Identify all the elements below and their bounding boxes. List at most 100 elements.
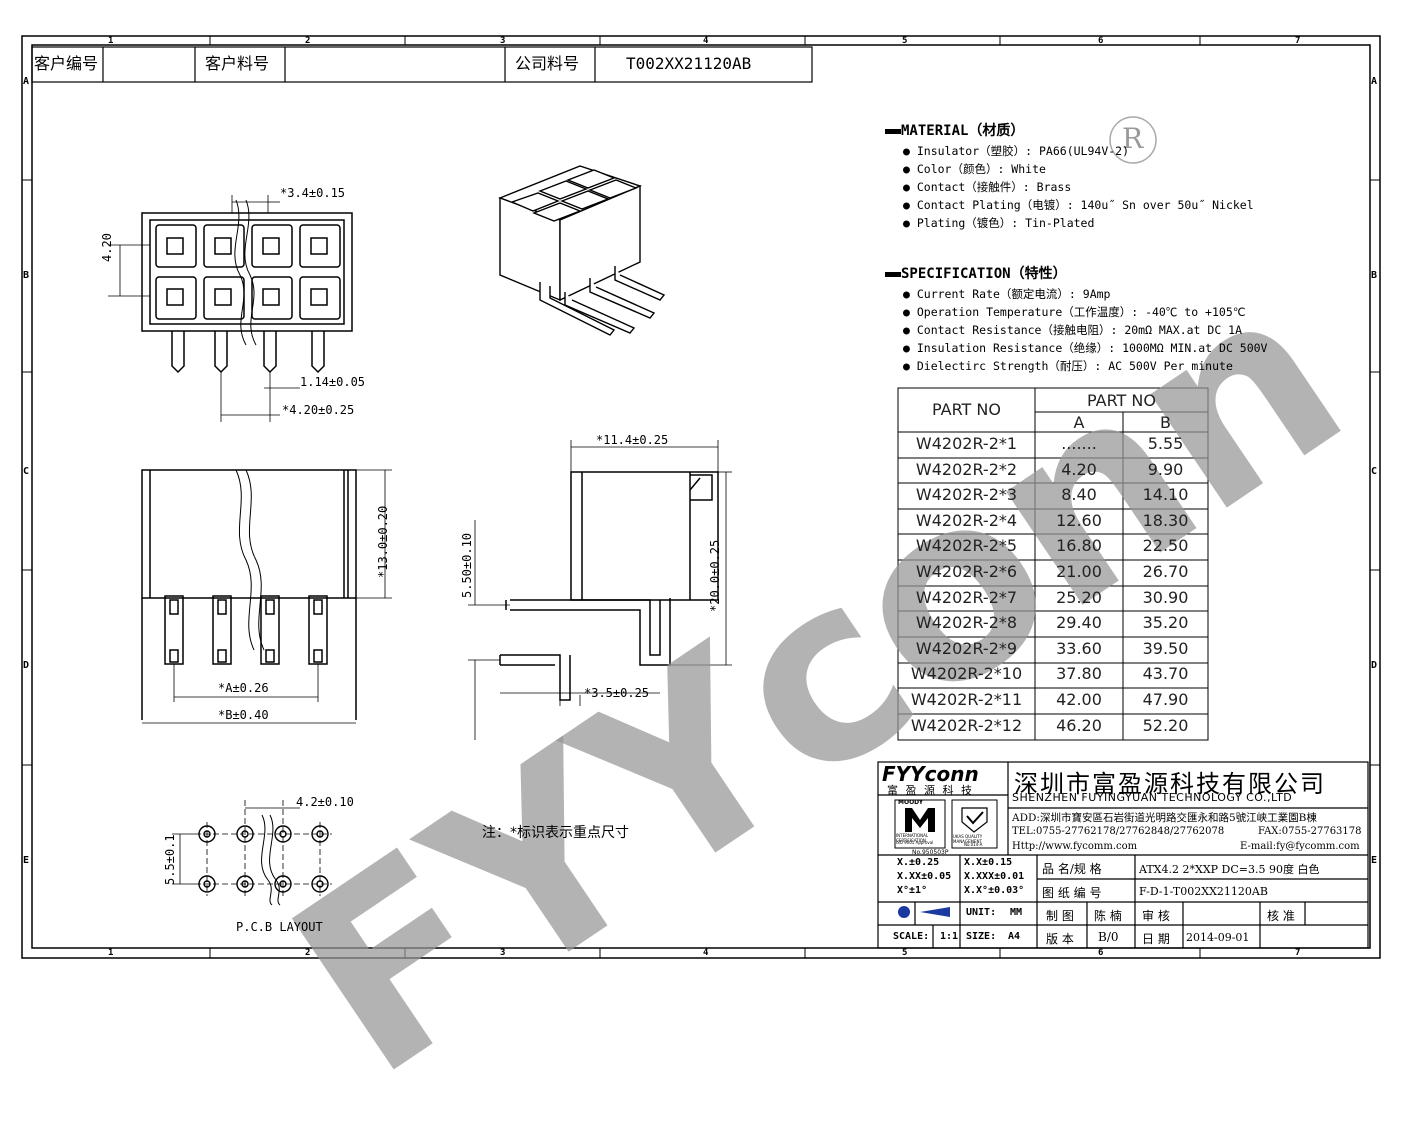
- grid-col-label: 3: [500, 948, 506, 958]
- table-cell-part: W4202R-2*12: [910, 716, 1023, 735]
- grid-col-label: 1: [108, 948, 114, 958]
- cert-iso: ISO 9001 Approval: [896, 840, 934, 845]
- table-cell-part: W4202R-2*8: [915, 613, 1018, 632]
- grid-row-label: B: [1371, 270, 1378, 281]
- spec-line: ● Contact Resistance（接触电阻）: 20mΩ MAX.at …: [903, 323, 1243, 337]
- company-part-value: T002XX21120AB: [626, 54, 752, 73]
- dim-row-pitch: 4.20: [100, 233, 114, 262]
- specification-title: SPECIFICATION（特性）: [885, 263, 1267, 283]
- dim-pin-pitch: *4.20±0.25: [282, 403, 355, 417]
- spec-line: ● Insulation Resistance（绝缘）: 1000MΩ MIN.…: [903, 341, 1268, 355]
- company-http: Http://www.fycomm.com: [1012, 841, 1138, 852]
- grid-row-label: A: [1371, 76, 1378, 87]
- company-name-en: SHENZHEN FUYINGYUAN TECHNOLOGY CO.,LTD: [1012, 791, 1293, 804]
- company-tel: TEL:0755-27762178/27762848/27762078: [1012, 826, 1225, 837]
- material-line: ● Plating（镀色）: Tin-Plated: [903, 216, 1095, 230]
- dim-pin-width: 1.14±0.05: [300, 375, 366, 389]
- grid-col-label: 6: [1098, 36, 1104, 46]
- grid-col-label: 5: [902, 948, 908, 958]
- version-value: B/0: [1098, 930, 1119, 944]
- date-value: 2014-09-01: [1186, 931, 1250, 944]
- table-cell-part: W4202R-2*4: [915, 511, 1018, 530]
- grid-row-label: E: [1371, 855, 1378, 866]
- grid-row-label: C: [1371, 466, 1378, 477]
- unit-value: MM: [1010, 907, 1023, 918]
- cert-moody: MOODY: [898, 799, 924, 806]
- cert-ukas: UKAS QUALITY MANAGEMENT: [953, 834, 983, 844]
- pcb-layout-label: P.C.B LAYOUT: [236, 920, 323, 934]
- company-name-cn: 深圳市富盈源科技有限公司: [1014, 770, 1326, 798]
- grid-row-label: A: [23, 76, 30, 87]
- grid-col-label: 7: [1295, 36, 1301, 46]
- table-cell-a: 33.60: [1056, 639, 1102, 658]
- size-label: SIZE:: [966, 931, 997, 942]
- customer-no-label: 客户编号: [34, 54, 99, 73]
- table-cell-b: 35.20: [1142, 613, 1189, 632]
- product-name-value: ATX4.2 2*XXP DC=3.5 90度 白色: [1139, 863, 1320, 876]
- table-header-a: A: [1073, 413, 1085, 432]
- material-line: ● Contact Plating（电镀）: 140u˝ Sn over 50u…: [903, 198, 1254, 212]
- scale-value: 1:1: [940, 931, 959, 942]
- table-cell-part: W4202R-2*6: [915, 562, 1018, 581]
- cert-no: No.950503P: [912, 849, 949, 856]
- table-header-group: PART NO: [1087, 391, 1156, 410]
- table-cell-b: 14.10: [1142, 485, 1189, 504]
- table-cell-part: W4202R-2*10: [910, 664, 1023, 683]
- dim-side-width: *11.4±0.25: [596, 433, 669, 447]
- date-label: 日 期: [1142, 932, 1170, 946]
- grid-col-label: 4: [703, 948, 709, 958]
- grid-col-label: 2: [305, 948, 311, 958]
- material-line: ● Insulator（塑胶）: PA66(UL94V-2): [903, 144, 1130, 158]
- specification-title-text: SPECIFICATION（特性）: [901, 266, 1067, 282]
- tolerance-2: X.X±0.15: [964, 857, 1013, 868]
- material-title: MATERIAL（材质）: [885, 120, 1254, 140]
- table-cell-a: 8.40: [1061, 485, 1097, 504]
- dim-height-13: *13.0±0.20: [376, 505, 390, 578]
- grid-row-label: E: [23, 855, 30, 866]
- size-value: A4: [1008, 931, 1021, 942]
- drawing-note: 注：*标识表示重点尺寸: [482, 825, 629, 841]
- approve-label: 核 准: [1267, 909, 1295, 923]
- specification-section: SPECIFICATION（特性） ● Current Rate（额定电流）: …: [885, 263, 1267, 375]
- table-cell-b: 52.20: [1142, 716, 1189, 735]
- table-cell-part: W4202R-2*9: [915, 639, 1018, 658]
- table-cell-b: 47.90: [1142, 690, 1189, 709]
- spec-line: ● Dielectirc Strength（耐压）: AC 500V Per m…: [903, 359, 1233, 373]
- table-cell-b: 9.90: [1147, 460, 1184, 479]
- table-cell-b: 43.70: [1142, 664, 1189, 683]
- grid-col-label: 3: [500, 36, 506, 46]
- table-cell-b: 39.50: [1142, 639, 1189, 658]
- grid-row-label: D: [23, 660, 30, 671]
- material-section: MATERIAL（材质） ● Insulator（塑胶）: PA66(UL94V…: [885, 120, 1254, 232]
- table-cell-b: 26.70: [1142, 562, 1189, 581]
- tolerance-6: X.X°±0.03°: [964, 885, 1025, 896]
- table-cell-a: 4.20: [1061, 460, 1097, 479]
- table-cell-a: 12.60: [1056, 511, 1102, 530]
- table-cell-b: 30.90: [1142, 588, 1189, 607]
- draw-label: 制 图: [1046, 909, 1074, 923]
- table-cell-part: W4202R-2*5: [915, 536, 1018, 555]
- table-cell-a: 16.80: [1056, 536, 1102, 555]
- dim-side-200: *20.0±0.25: [708, 539, 722, 612]
- dim-side-550: 5.50±0.10: [460, 532, 474, 598]
- company-logo: FYYconn: [882, 762, 979, 786]
- tolerance-5: X°±1°: [897, 885, 928, 896]
- grid-col-label: 2: [305, 36, 311, 46]
- spec-line: ● Operation Temperature（工作温度）: -40℃ to +…: [903, 305, 1246, 319]
- table-cell-b: 22.50: [1142, 536, 1189, 555]
- dim-pitch-top: *3.4±0.15: [280, 186, 346, 200]
- material-line: ● Contact（接触件）: Brass: [903, 180, 1072, 194]
- drawing-frame: [21, 35, 1381, 959]
- grid-col-label: 5: [902, 36, 908, 46]
- table-cell-a: .......: [1061, 434, 1097, 453]
- drawing-no-label: 图 纸 编 号: [1042, 886, 1102, 900]
- grid-row-label: B: [23, 270, 30, 281]
- grid-col-label: 1: [108, 36, 114, 46]
- table-cell-b: 18.30: [1142, 511, 1189, 530]
- table-header-part: PART NO: [932, 400, 1001, 419]
- dim-side-35: *3.5±0.25: [584, 686, 650, 700]
- tolerance-4: X.XXX±0.01: [964, 871, 1025, 882]
- grid-col-label: 4: [703, 36, 709, 46]
- grid-col-label: 6: [1098, 948, 1104, 958]
- product-name-label: 品 名/规 格: [1042, 862, 1102, 876]
